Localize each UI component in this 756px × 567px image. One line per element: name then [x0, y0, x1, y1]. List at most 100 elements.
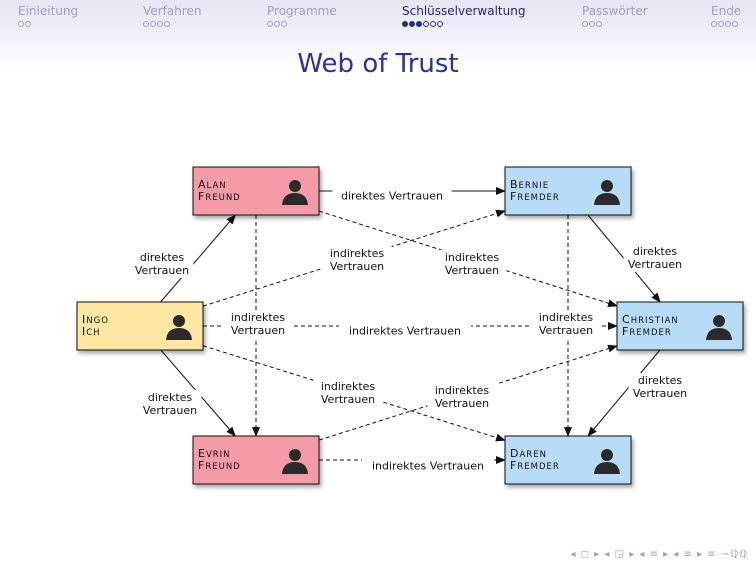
node-name-rest: NGO [86, 316, 109, 326]
node-name-line: ALAN [198, 178, 227, 191]
nav-section-ende[interactable]: Ende [711, 4, 741, 29]
nav-slide-dot[interactable] [274, 21, 280, 27]
nav-section-schlüsselverwaltung[interactable]: Schlüsselverwaltung [402, 4, 525, 29]
beamer-navigation-controls[interactable]: ◂ ◻ ▸ ◂ ◲ ▸ ◂ ≡ ▸ ◂ ≡ ▸ ≡ ∽ℚℚ [570, 549, 748, 560]
edge-label-background [322, 246, 392, 274]
node-name-line: DAREN [510, 447, 547, 460]
edge-label-line: Vertrauen [633, 387, 687, 400]
nav-slide-dot[interactable] [25, 21, 31, 27]
nav-slide-dot[interactable] [589, 21, 595, 27]
node-name-initial: I [82, 313, 86, 326]
nav-section-label[interactable]: Ende [711, 4, 742, 18]
indirect-trust-edge-ingo-bernie [202, 209, 506, 307]
node-name-initial: F [510, 459, 517, 472]
nav-slide-dots [18, 21, 78, 29]
nav-slide-dot[interactable] [416, 21, 422, 27]
nav-slide-dot[interactable] [582, 21, 588, 27]
edge-label-line: indirektes [539, 311, 594, 324]
edge-label-evrin-daren: indirektes Vertrauen [372, 460, 484, 473]
nav-slide-dot[interactable] [437, 21, 443, 27]
node-name-rest: ERNIE [519, 181, 550, 191]
edge-label-background [623, 244, 687, 272]
node-name-line: ICH [82, 325, 101, 338]
node-name-line: INGO [82, 313, 109, 326]
nav-slide-dot[interactable] [725, 21, 731, 27]
edge-label-line: indirektes [435, 384, 490, 397]
nav-section-label[interactable]: Einleitung [18, 4, 79, 18]
nav-slide-dot[interactable] [402, 21, 408, 27]
nav-slide-dot[interactable] [718, 21, 724, 27]
edge-label-line: direktes [148, 391, 193, 404]
nav-slide-dot[interactable] [164, 21, 170, 27]
node-name-initial: I [82, 325, 86, 338]
node-name-rest: REMDER [629, 328, 671, 338]
node-name-initial: F [198, 190, 205, 203]
nav-section-einleitung[interactable]: Einleitung [18, 4, 78, 29]
nav-slide-dots [267, 21, 337, 29]
edge-label-line: indirektes [330, 247, 385, 260]
nodes-layer: ALANFREUNDBERNIEFREMDERINGOICHCHRISTIANF… [76, 166, 744, 485]
nav-section-verfahren[interactable]: Verfahren [143, 4, 201, 29]
person-icon [594, 449, 620, 474]
nav-slide-dot[interactable] [732, 21, 738, 27]
node-box [504, 435, 632, 485]
person-icon [282, 449, 308, 474]
nav-slide-dot[interactable] [157, 21, 163, 27]
node-name-initial: A [198, 178, 207, 191]
node-name-line: CHRISTIAN [622, 313, 679, 326]
nav-slide-dot[interactable] [711, 21, 717, 27]
edge-label-alan-bernie: direktes Vertrauen [341, 190, 443, 203]
node-name-line: FREMDER [510, 459, 560, 472]
node-box [76, 301, 204, 351]
node-name-rest: HRISTIAN [631, 316, 679, 326]
edge-label-line: indirektes Vertrauen [349, 325, 461, 338]
nav-slide-dot[interactable] [596, 21, 602, 27]
nav-section-label[interactable]: Passwörter [582, 4, 648, 18]
person-icon [166, 315, 192, 340]
nav-section-passwörter[interactable]: Passwörter [582, 4, 648, 29]
direct-trust-edge-christian-daren [587, 349, 661, 437]
indirect-trust-edge-ingo-daren [202, 345, 506, 442]
nav-section-programme[interactable]: Programme [267, 4, 337, 29]
nav-slide-dot[interactable] [267, 21, 273, 27]
edge-label-line: direktes Vertrauen [341, 190, 443, 203]
node-name-initial: F [510, 190, 517, 203]
edge-label-line: Vertrauen [231, 324, 285, 337]
node-name-line: EVRIN [198, 447, 231, 460]
edge-label-line: Vertrauen [330, 260, 384, 273]
node-name-line: FREMDER [510, 190, 560, 203]
nav-slide-dot[interactable] [409, 21, 415, 27]
nav-slide-dots [582, 21, 648, 29]
slide-title: Web of Trust [297, 49, 459, 79]
node-name-line: FREUND [198, 190, 241, 203]
nav-section-label[interactable]: Programme [267, 4, 337, 18]
nav-section-label[interactable]: Verfahren [143, 4, 202, 18]
node-name-initial: F [198, 459, 205, 472]
nav-section-label[interactable]: Schlüsselverwaltung [402, 4, 526, 18]
person-icon [594, 180, 620, 205]
nav-slide-dot[interactable] [150, 21, 156, 27]
edge-label-line: indirektes [445, 251, 500, 264]
nav-slide-dot[interactable] [281, 21, 287, 27]
edge-label-background [437, 250, 507, 278]
nav-slide-dot[interactable] [143, 21, 149, 27]
edge-label-line: Vertrauen [135, 264, 189, 277]
nav-slide-dot[interactable] [423, 21, 429, 27]
node-box [192, 166, 320, 216]
nav-slide-dot[interactable] [430, 21, 436, 27]
nav-slide-dot[interactable] [18, 21, 24, 27]
node-name-rest: REMDER [517, 193, 559, 203]
